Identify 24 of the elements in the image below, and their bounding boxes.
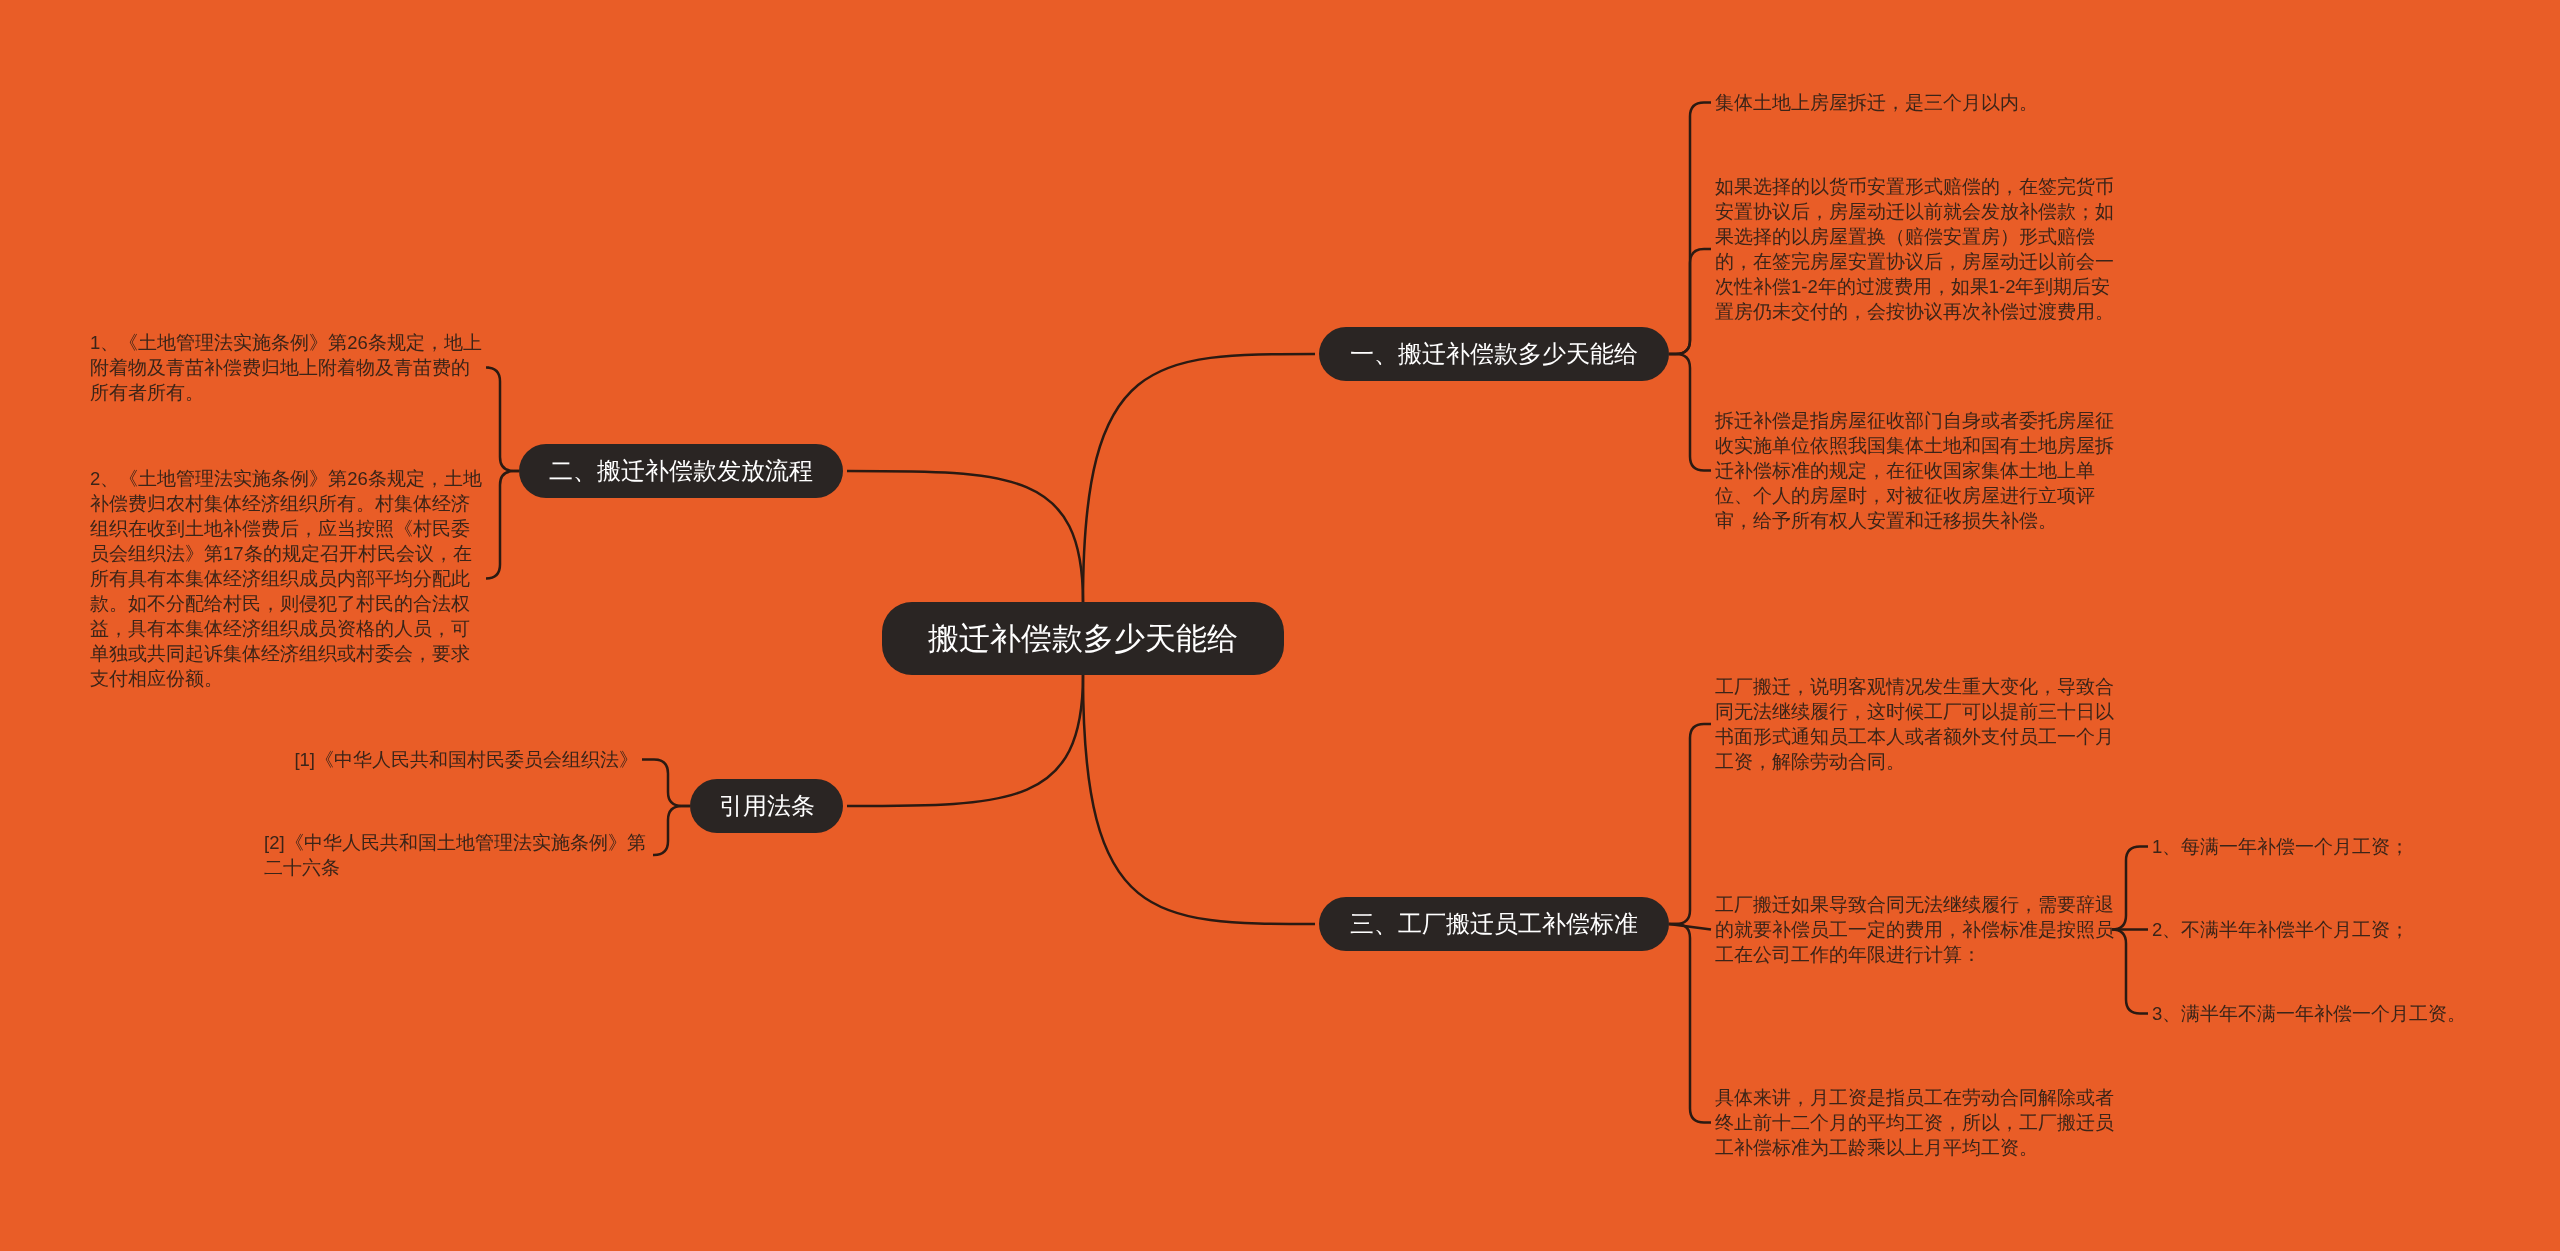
branch-connector [2115, 928, 2148, 931]
note-text: 集体土地上房屋拆迁，是三个月以内。 [1715, 90, 2115, 115]
branch-connector [847, 674, 1085, 808]
note-text: 3、满半年不满一年补偿一个月工资。 [2152, 1001, 2532, 1026]
note-text: 如果选择的以货币安置形式赔偿的，在签完货币安置协议后，房屋动迁以前就会发放补偿款；如果选择的以房屋置换（赔偿安置房）形式赔偿的，在签完房屋安置协议后，房屋动迁以前会一次性补偿1-2年的过渡费用，如果1-2年到期后安置房仍未交付的，会按协议再次补偿过渡费用。 [1715, 174, 2115, 324]
note-text: 具体来讲，月工资是指员工在劳动合同解除或者终止前十二个月的平均工资，所以，工厂搬迁员工补偿标准为工龄乘以上月平均工资。 [1715, 1085, 2115, 1160]
note-text: 工厂搬迁如果导致合同无法继续履行，需要辞退的就要补偿员工一定的费用，补偿标准是按照员工在公司工作的年限进行计算： [1715, 892, 2115, 967]
note-text: 1、《土地管理法实施条例》第26条规定，地上附着物及青苗补偿费归地上附着物及青苗费的所有者所有。 [90, 330, 485, 405]
note-text: 2、不满半年补偿半个月工资； [2152, 917, 2532, 942]
central-topic: 搬迁补偿款多少天能给 [882, 602, 1284, 675]
branch-topic: 一、搬迁补偿款多少天能给 [1319, 327, 1669, 381]
note-text: [2]《中华人民共和国土地管理法实施条例》第二十六条 [264, 830, 649, 880]
note-text: 1、每满一年补偿一个月工资； [2152, 834, 2532, 859]
branch-connector [484, 469, 519, 580]
branch-topic: 二、搬迁补偿款发放流程 [519, 444, 843, 498]
note-text: 2、《土地管理法实施条例》第26条规定，土地补偿费归农村集体经济组织所有。村集体经济组织在收到土地补偿费后，应当按照《村民委员会组织法》第17条的规定召开村民会议，在所有具有本集体经济组织成员内部平均分配此款。如不分配给村民，则侵犯了村民的合法权益，具有本集体经济组织成员资格的人员，可单独或共同起诉集体经济组织或村委会，要求支付相应份额。 [90, 466, 485, 691]
branch-connector [847, 469, 1085, 603]
note-text: [1]《中华人民共和国村民委员会组织法》 [238, 747, 638, 772]
branch-connector [1668, 922, 1712, 931]
branch-connector [652, 804, 690, 857]
branch-topic: 引用法条 [690, 779, 843, 833]
note-text: 工厂搬迁，说明客观情况发生重大变化，导致合同无法继续履行，这时候工厂可以提前三十日以书面形式通知员工本人或者额外支付员工一个月工资，解除劳动合同。 [1715, 674, 2115, 774]
note-text: 拆迁补偿是指房屋征收部门自身或者委托房屋征收实施单位依照我国集体土地和国有土地房屋拆迁补偿标准的规定，在征收国家集体土地上单位、个人的房屋时，对被征收房屋进行立项评审，给予所有权人安置和迁移损失补偿。 [1715, 408, 2115, 533]
branch-topic: 三、工厂搬迁员工补偿标准 [1319, 897, 1669, 951]
